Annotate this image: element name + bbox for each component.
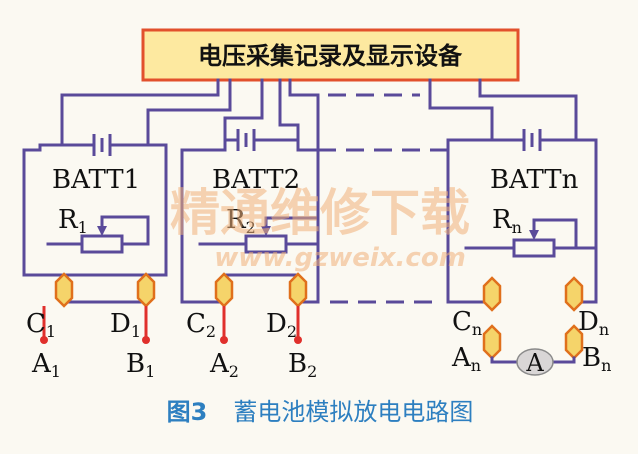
batt1-label: BATT1 — [52, 165, 140, 195]
figure-caption: 图3 蓄电池模拟放电电路图 — [167, 398, 474, 426]
rn-label: Rn — [492, 205, 522, 237]
r1-label: R1 — [58, 205, 88, 237]
a2-label: A2 — [209, 349, 239, 381]
r2-label: R2 — [226, 205, 256, 237]
probe-a1 — [40, 336, 48, 344]
dn-label: Dn — [578, 307, 609, 339]
loop-2-right — [296, 138, 320, 152]
loop-2 — [180, 138, 227, 304]
terminal-d2 — [288, 272, 308, 308]
wire-dev-batt2-left — [223, 78, 264, 142]
figure-title: 蓄电池模拟放电电路图 — [233, 398, 473, 426]
terminal-c2 — [214, 272, 234, 308]
d1-label: D1 — [110, 309, 141, 341]
wire-dev-battn-left — [428, 78, 494, 142]
wiper-1 — [100, 215, 150, 234]
device-box — [141, 28, 520, 82]
probe-b1 — [142, 336, 150, 344]
loop-1-right — [144, 143, 168, 277]
ammeter — [516, 348, 554, 376]
figure-number: 图3 — [167, 398, 208, 426]
c2-label: C2 — [186, 309, 216, 341]
wire-ammeter-bn — [550, 356, 576, 364]
battn-label: BATTn — [490, 165, 579, 195]
probe-a2 — [220, 336, 228, 344]
watermark-url: www.gzweix.com — [214, 243, 466, 273]
wire-dev-batt1-left — [60, 78, 220, 147]
a1-label: A1 — [31, 349, 61, 381]
resistor-1 — [80, 234, 124, 254]
terminal-an — [482, 324, 502, 360]
wire-dev-batt2-right — [278, 78, 300, 142]
ammeter-label: A — [525, 349, 544, 377]
probe-b2 — [294, 336, 302, 344]
b1-label: B1 — [126, 349, 155, 381]
bn-label: Bn — [582, 343, 611, 375]
wiper-n — [532, 218, 578, 238]
wire-an-ammeter — [490, 356, 520, 364]
b2-label: B2 — [288, 349, 317, 381]
loop-1 — [22, 143, 66, 277]
wire-dev-batt1-right — [146, 78, 232, 147]
terminal-dn — [564, 276, 584, 312]
loop-n-right — [572, 138, 598, 304]
resistor-n — [512, 238, 556, 258]
c1-label: C1 — [26, 309, 56, 341]
d2-label: D2 — [266, 309, 297, 341]
loop-n — [446, 138, 494, 304]
cn-label: Cn — [452, 307, 482, 339]
device-label: 电压采集记录及显示设备 — [198, 42, 463, 70]
terminal-d1 — [136, 272, 156, 308]
batt2-label: BATT2 — [212, 165, 300, 195]
an-label: An — [451, 343, 481, 375]
watermark-title: 精通维修下载 — [170, 184, 470, 242]
terminal-cn — [482, 276, 502, 312]
terminal-c1 — [54, 272, 74, 308]
wire-dev-battn-right — [478, 78, 578, 142]
